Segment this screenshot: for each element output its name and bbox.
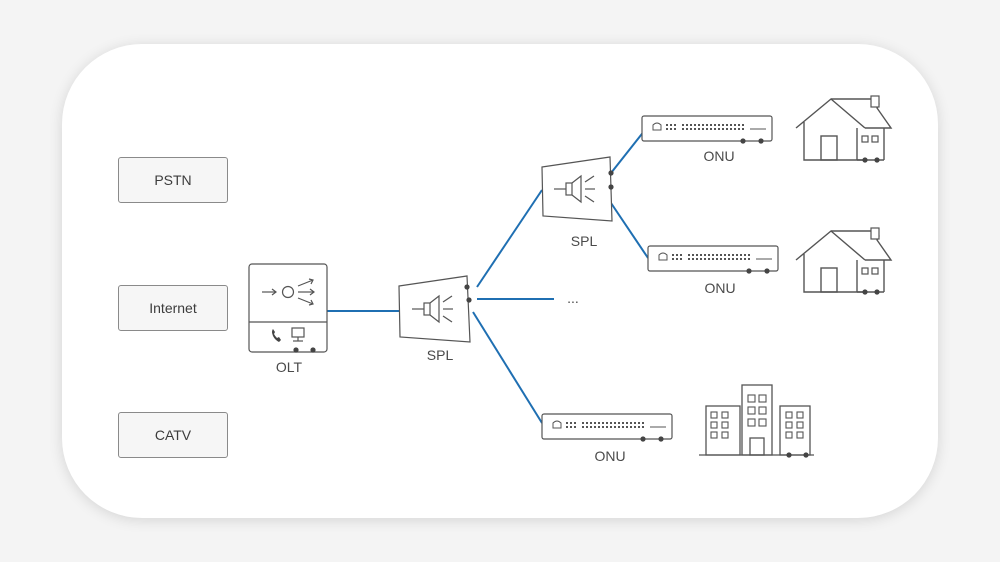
onu-mid-device [647,245,779,275]
fiber-spl-spl-top [476,189,543,288]
fiber-spl-onu-mid [610,202,649,259]
pstn-label: PSTN [154,172,192,188]
pstn-box: PSTN [118,157,228,203]
internet-label: Internet [149,300,197,316]
ellipsis-label: ... [567,290,579,306]
onu-top-device [641,115,773,145]
splitter-icon [554,174,595,204]
fiber-lines [327,129,649,424]
splitter-icon [412,294,453,324]
catv-box: CATV [118,412,228,458]
onu-top-label: ONU [703,148,734,164]
spl-main-device [398,275,472,343]
spl-top-device [541,156,614,222]
olt-device [248,263,328,353]
olt-label: OLT [276,359,303,375]
house-icon [795,95,892,164]
house-icon [795,227,892,296]
fiber-spl-onu-bottom [472,311,543,424]
phone-icon [272,329,281,342]
onu-bottom-label: ONU [594,448,625,464]
spl-top-label: SPL [571,233,598,249]
computer-icon [291,327,305,342]
internet-box: Internet [118,285,228,331]
onu-mid-label: ONU [704,280,735,296]
fiber-spl-onu-top [610,129,646,174]
onu-bottom-device [541,413,673,443]
splitter-arrows-icon [262,278,315,306]
spl-main-label: SPL [427,347,454,363]
catv-label: CATV [154,427,192,443]
office-building-icon [699,384,814,458]
